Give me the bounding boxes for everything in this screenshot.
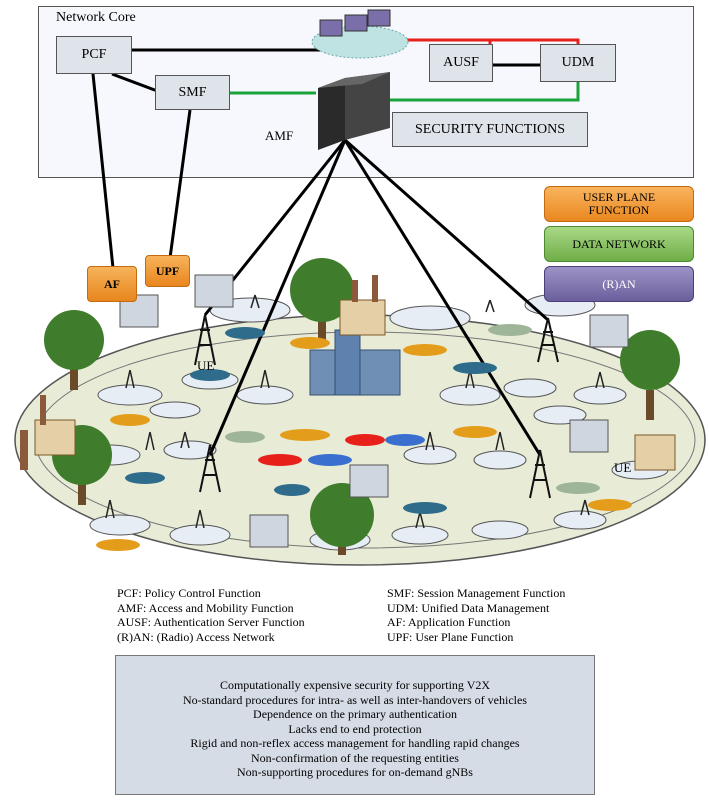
network-core-title: Network Core <box>56 10 136 25</box>
link-pcf-smf <box>111 72 161 94</box>
ausf-node: AUSF <box>429 44 493 82</box>
tower-2 <box>199 444 221 493</box>
issue-item: Computationally expensive security for s… <box>219 678 491 692</box>
security-functions-node: SECURITY FUNCTIONS <box>392 112 588 147</box>
abbr-af: AF: Application Function <box>387 615 511 629</box>
udm-node: UDM <box>540 44 616 82</box>
link-smf-upf <box>168 109 192 259</box>
abbreviations-right: SMF: Session Management Function UDM: Un… <box>387 586 565 644</box>
tower-3 <box>529 449 551 499</box>
smf-node: SMF <box>155 75 230 110</box>
link-amf-tower3 <box>343 139 542 456</box>
link-pcf-af <box>91 73 115 269</box>
legend-user-plane: USER PLANE FUNCTION <box>544 186 694 222</box>
abbr-udm: UDM: Unified Data Management <box>387 600 550 615</box>
issue-item: Lacks end to end protection <box>288 721 422 736</box>
abbr-amf: AMF: Access and Mobility Function <box>117 600 294 615</box>
pcf-node: PCF <box>56 36 132 74</box>
abbr-upf: UPF: User Plane Function <box>387 629 514 644</box>
ue-label-1: UE <box>197 358 215 373</box>
link-green-udm <box>390 80 580 102</box>
legend-user-plane-label: USER PLANE FUNCTION <box>582 190 656 217</box>
legend-ran: (R)AN <box>544 266 694 302</box>
ausf-label: AUSF <box>443 55 479 70</box>
af-label: AF <box>104 276 120 291</box>
abbr-pcf: PCF: Policy Control Function <box>117 586 261 600</box>
pcf-label: PCF <box>81 47 107 62</box>
legend-ran-label: (R)AN <box>602 276 636 291</box>
smf-label: SMF <box>178 84 207 100</box>
issue-item: Dependence on the primary authentication <box>253 707 457 721</box>
amf-server-icon <box>318 72 390 150</box>
issue-item: No-standard procedures for intra- as wel… <box>183 692 527 707</box>
security-issues-box: Computationally expensive security for s… <box>115 655 595 795</box>
vehicle-icons <box>96 324 632 551</box>
abbreviations-left: PCF: Policy Control Function AMF: Access… <box>117 586 305 644</box>
link-amf-tower4 <box>344 138 549 322</box>
issue-item: Non-supporting procedures for on-demand … <box>237 765 473 779</box>
abbr-smf: SMF: Session Management Function <box>387 586 566 600</box>
tree-icons <box>44 258 680 555</box>
tower-4 <box>537 317 559 363</box>
abbr-ausf: AUSF: Authentication Server Function <box>117 615 305 629</box>
af-node: AF <box>87 266 137 302</box>
link-amf-tower2 <box>208 139 347 456</box>
building-icons <box>20 274 676 548</box>
upf-node: UPF <box>145 255 190 287</box>
upf-label: UPF <box>155 263 180 278</box>
core-servers-icon <box>311 9 409 59</box>
issue-item: Non-confirmation of the requesting entit… <box>251 750 459 765</box>
amf-label: AMF <box>265 128 294 143</box>
udm-label: UDM <box>561 55 595 70</box>
ue-label-2: UE <box>614 460 632 475</box>
abbr-ran: (R)AN: (Radio) Access Network <box>117 629 275 644</box>
tower-1 <box>194 314 216 366</box>
legend-data-network-label: DATA NETWORK <box>572 236 666 251</box>
issue-item: Rigid and non-reflex access management f… <box>190 736 520 750</box>
legend-data-network: DATA NETWORK <box>544 226 694 262</box>
security-functions-label: SECURITY FUNCTIONS <box>415 121 565 137</box>
